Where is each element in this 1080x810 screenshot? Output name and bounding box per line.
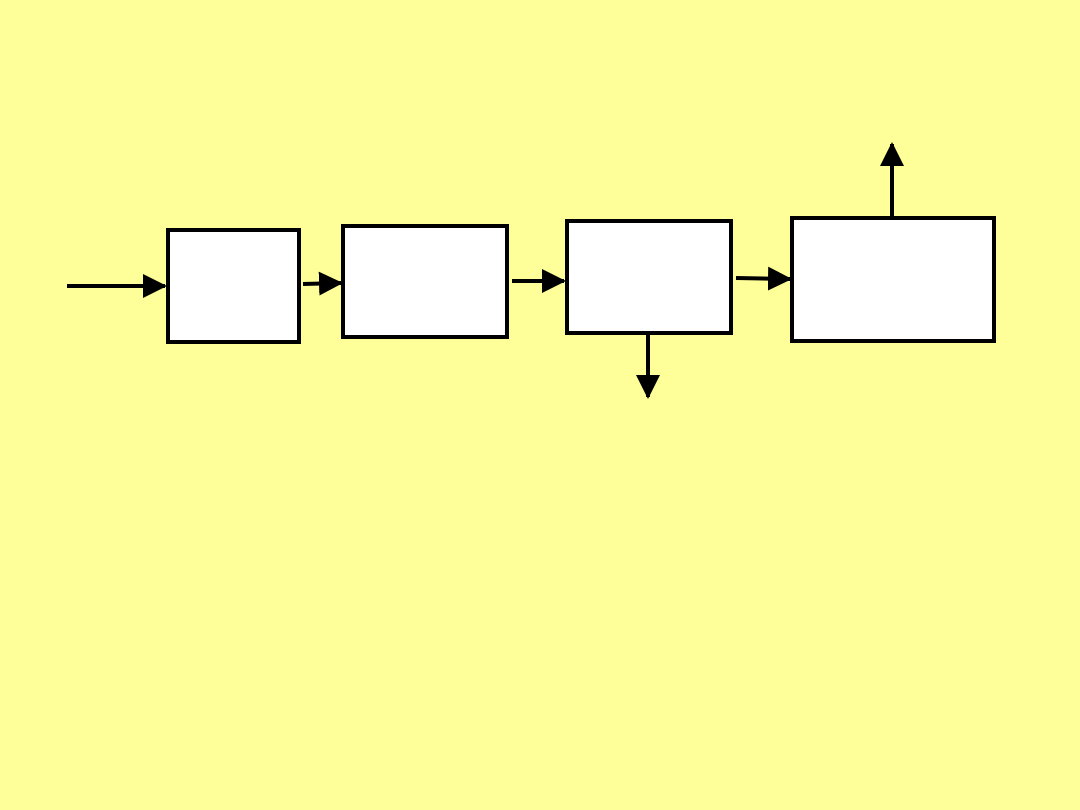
arrow-block-3-to-block-4: [735, 266, 792, 291]
block-1: [166, 228, 301, 344]
block-2: [341, 224, 509, 339]
arrow-block-1-to-block-2: [302, 271, 343, 296]
block-3: [565, 219, 733, 335]
block-4: [790, 216, 996, 343]
